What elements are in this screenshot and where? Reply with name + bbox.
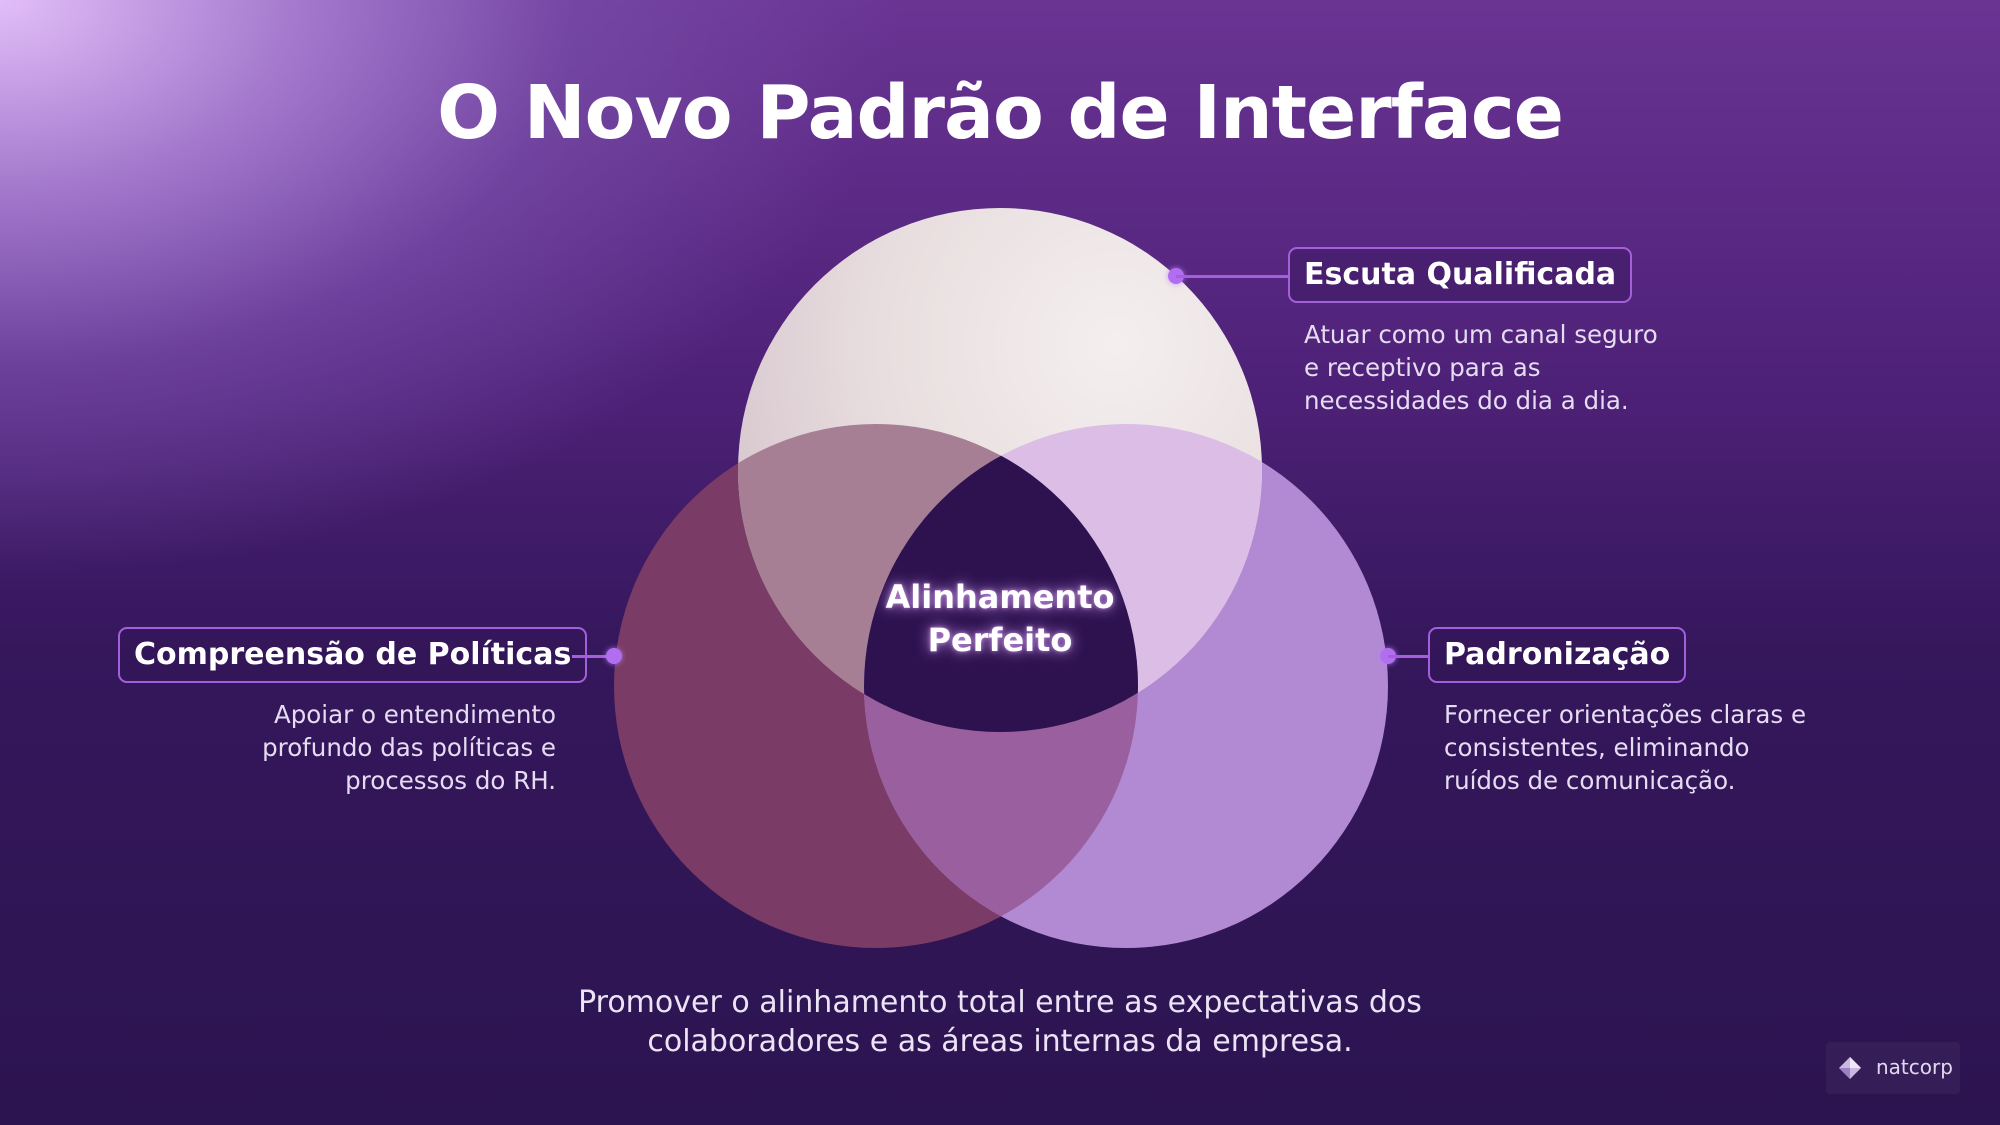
connector-line-right bbox=[1388, 655, 1429, 658]
description-compreensao-de-politicas: Apoiar o entendimento profundo das polít… bbox=[262, 700, 556, 795]
center-label-line: Perfeito bbox=[927, 621, 1073, 659]
natcorp-logo: natcorp bbox=[1826, 1042, 1960, 1094]
label-padronizacao: Padronização bbox=[1428, 627, 1687, 683]
label-compreensao-de-politicas: Compreensão de Políticas bbox=[118, 627, 588, 683]
connector-dot-left bbox=[606, 648, 622, 664]
description-escuta-qualificada: Atuar como um canal seguro e receptivo p… bbox=[1304, 320, 1658, 415]
natcorp-diamond-icon bbox=[1839, 1057, 1861, 1079]
page-title: O Novo Padrão de Interface bbox=[437, 70, 1564, 156]
description-padronizacao: Fornecer orientações claras e consistent… bbox=[1444, 700, 1807, 795]
center-label: Alinhamento Perfeito bbox=[850, 576, 1150, 662]
logo-text: natcorp bbox=[1876, 1055, 1953, 1079]
label-escuta-qualificada: Escuta Qualificada bbox=[1288, 247, 1633, 303]
venn-center-region bbox=[864, 424, 1138, 732]
connector-line-top bbox=[1176, 275, 1289, 278]
connector-line-left bbox=[572, 655, 613, 658]
footer-text: Promover o alinhamento total entre as ex… bbox=[578, 985, 1422, 1059]
center-label-line: Alinhamento bbox=[885, 578, 1115, 616]
